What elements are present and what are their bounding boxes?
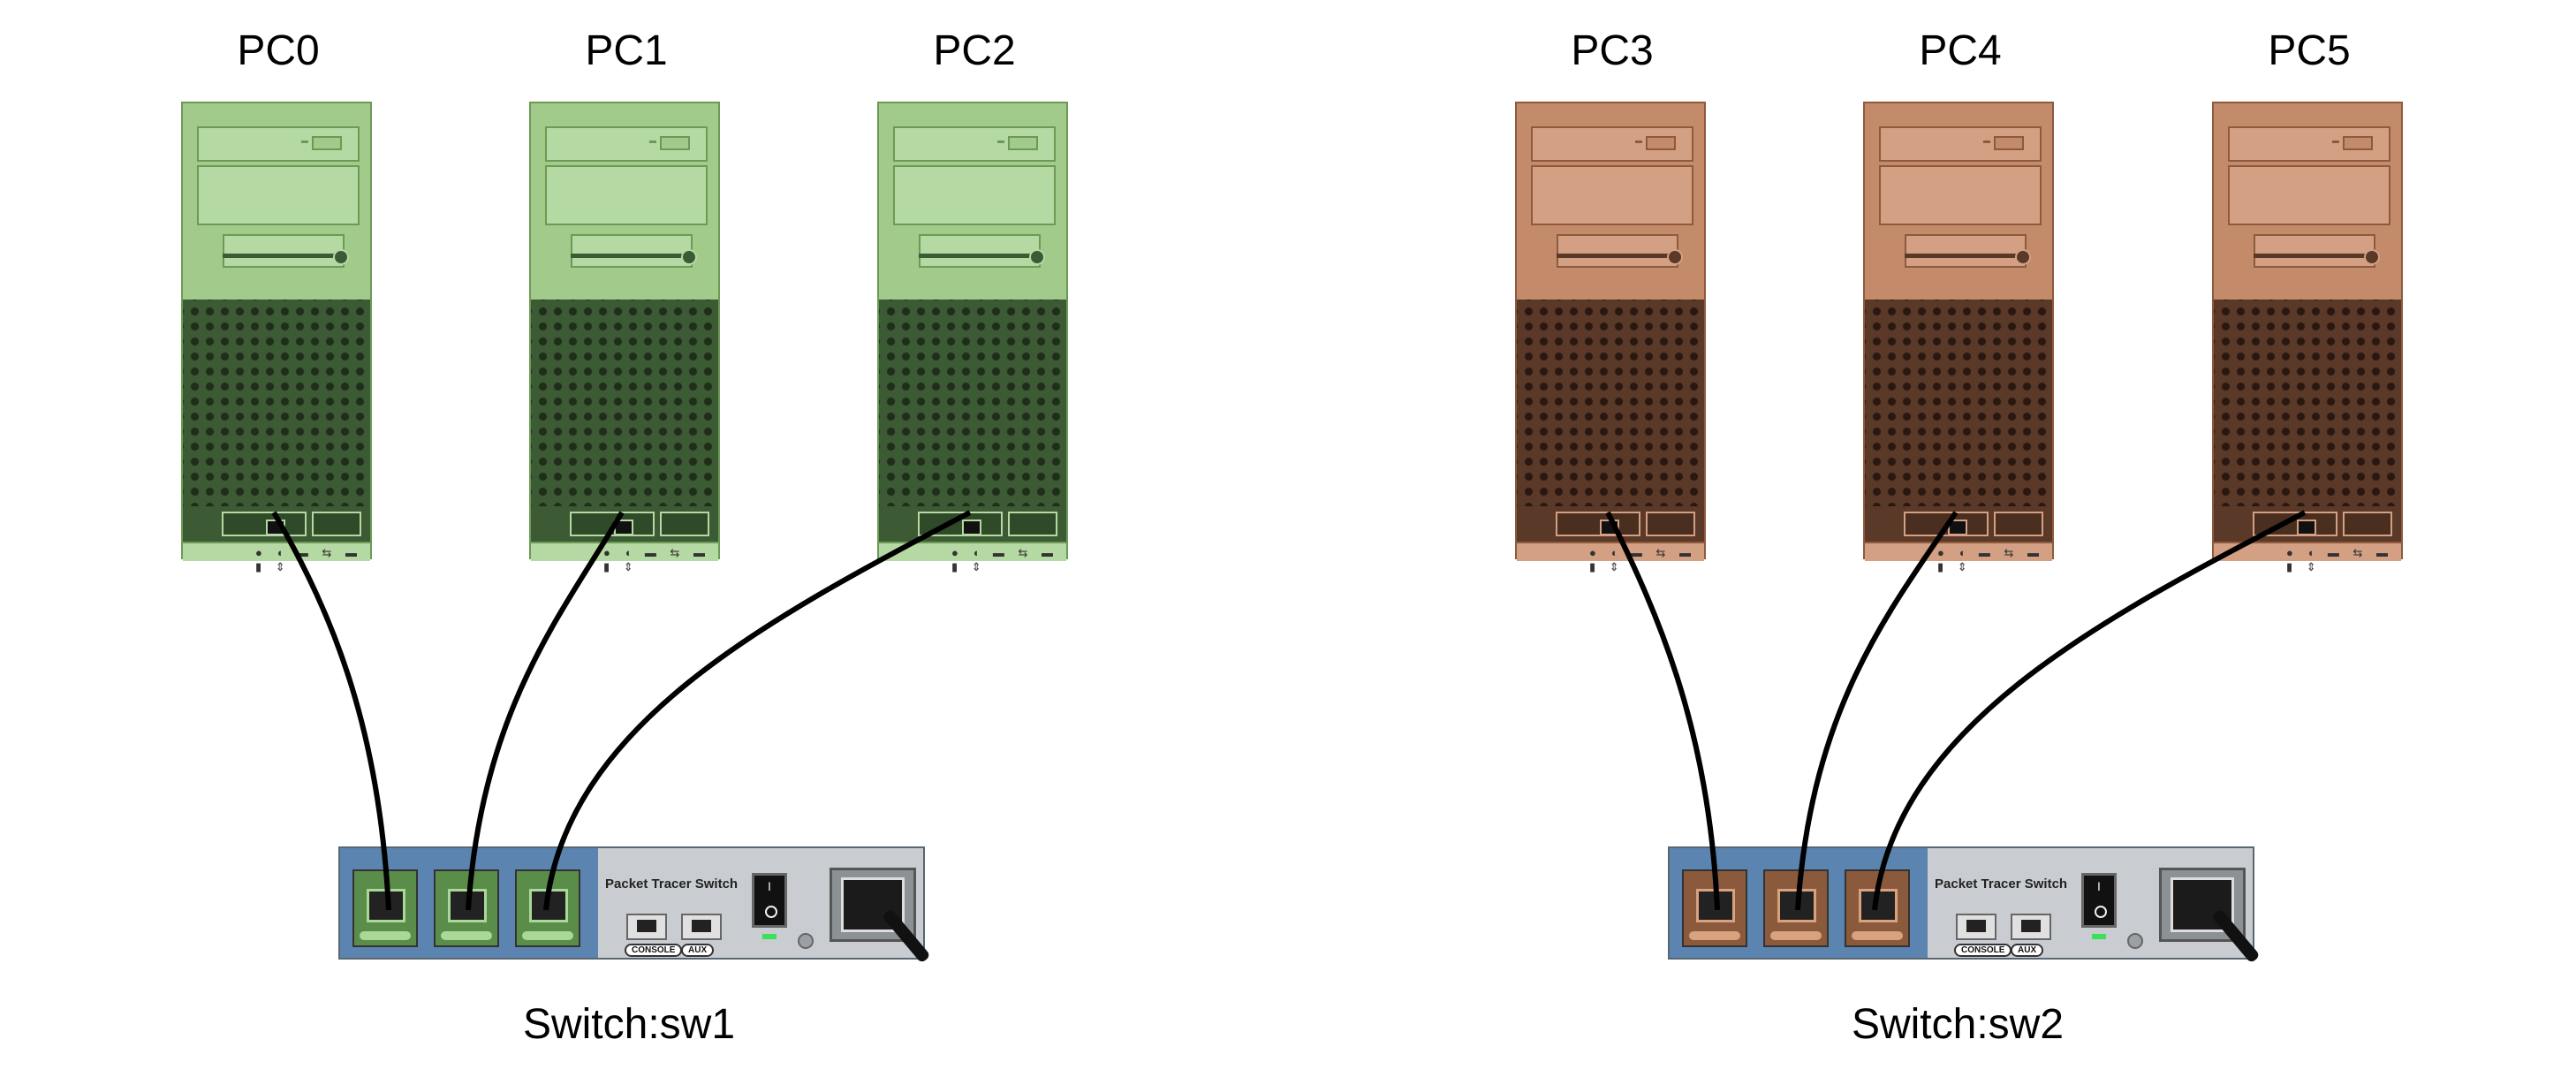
- ground-screw-icon: [798, 933, 814, 949]
- front-io-strip: ● ◖ ▬ ⇆ ▬ ▮ ⇕: [2214, 542, 2401, 573]
- optical-drive-bay: [893, 126, 1056, 162]
- fast-ethernet-port-0[interactable]: [352, 869, 418, 947]
- ethernet-port[interactable]: [266, 520, 285, 535]
- drive-bay: [2228, 165, 2390, 225]
- front-io-strip: ● ◖ ▬ ⇆ ▬ ▮ ⇕: [1865, 542, 2052, 573]
- drive-bay: [545, 165, 708, 225]
- vent-grille: [1865, 300, 2052, 506]
- console-port[interactable]: [1956, 914, 1996, 940]
- switch-brand-label: Packet Tracer Switch: [1935, 876, 2068, 892]
- pc5-label: PC5: [2268, 27, 2351, 74]
- switch-sw2-label: Switch:sw2: [1851, 1001, 2065, 1048]
- power-button-icon: [1667, 249, 1683, 265]
- optical-drive-bay: [2228, 126, 2390, 162]
- ethernet-port[interactable]: [1600, 520, 1619, 535]
- power-switch[interactable]: I: [2081, 873, 2117, 928]
- expansion-panel: [1865, 506, 2052, 542]
- vent-grille: [183, 300, 370, 506]
- power-button-icon: [2015, 249, 2031, 265]
- floppy-drive: [919, 234, 1041, 268]
- pc4-tower[interactable]: ● ◖ ▬ ⇆ ▬ ▮ ⇕: [1863, 102, 2054, 573]
- drive-bay: [893, 165, 1056, 225]
- ethernet-port[interactable]: [614, 520, 633, 535]
- switch-brand-label: Packet Tracer Switch: [605, 876, 739, 892]
- expansion-panel: [531, 506, 718, 542]
- floppy-drive: [2254, 234, 2375, 268]
- vent-grille: [531, 300, 718, 506]
- expansion-panel: [2214, 506, 2401, 542]
- power-supply-socket: [830, 868, 931, 964]
- fast-ethernet-port-1[interactable]: [1763, 869, 1829, 947]
- pc2-tower[interactable]: ● ◖ ▬ ⇆ ▬ ▮ ⇕: [877, 102, 1068, 573]
- switch-sw2[interactable]: Packet Tracer Switch CONSOLE AUX I: [1668, 846, 2261, 964]
- vent-grille: [1517, 300, 1704, 506]
- front-io-strip: ● ◖ ▬ ⇆ ▬ ▮ ⇕: [879, 542, 1066, 573]
- optical-drive-bay: [1531, 126, 1693, 162]
- pc1-tower[interactable]: ● ◖ ▬ ⇆ ▬ ▮ ⇕: [529, 102, 720, 573]
- front-io-strip: ● ◖ ▬ ⇆ ▬ ▮ ⇕: [183, 542, 370, 573]
- pc4-label: PC4: [1919, 27, 2002, 74]
- pc3-label: PC3: [1571, 27, 1654, 74]
- power-led: [2092, 934, 2106, 939]
- ethernet-port[interactable]: [962, 520, 981, 535]
- drive-bay: [197, 165, 360, 225]
- front-io-strip: ● ◖ ▬ ⇆ ▬ ▮ ⇕: [1517, 542, 1704, 573]
- console-port[interactable]: [626, 914, 667, 940]
- power-button-icon: [681, 249, 697, 265]
- pc3-tower[interactable]: ● ◖ ▬ ⇆ ▬ ▮ ⇕: [1515, 102, 1706, 573]
- pc0-label: PC0: [237, 27, 320, 74]
- front-io-strip: ● ◖ ▬ ⇆ ▬ ▮ ⇕: [531, 542, 718, 573]
- console-label: CONSOLE: [1954, 944, 2012, 957]
- optical-drive-bay: [197, 126, 360, 162]
- aux-port[interactable]: [681, 914, 722, 940]
- power-led: [762, 934, 777, 939]
- expansion-panel: [183, 506, 370, 542]
- drive-bay: [1879, 165, 2042, 225]
- aux-port[interactable]: [2011, 914, 2051, 940]
- power-supply-socket: [2159, 868, 2261, 964]
- drive-bay: [1531, 165, 1693, 225]
- pc2-label: PC2: [933, 27, 1016, 74]
- switch-sw1-label: Switch:sw1: [522, 1001, 736, 1048]
- floppy-drive: [571, 234, 693, 268]
- switch-sw1[interactable]: Packet Tracer Switch CONSOLE AUX I: [338, 846, 931, 964]
- aux-label: AUX: [681, 944, 715, 957]
- fast-ethernet-port-2[interactable]: [515, 869, 580, 947]
- expansion-panel: [879, 506, 1066, 542]
- ethernet-port[interactable]: [2297, 520, 2316, 535]
- optical-drive-bay: [1879, 126, 2042, 162]
- power-button-icon: [2364, 249, 2380, 265]
- expansion-panel: [1517, 506, 1704, 542]
- floppy-drive: [1557, 234, 1678, 268]
- power-switch[interactable]: I: [752, 873, 787, 928]
- fast-ethernet-port-1[interactable]: [434, 869, 499, 947]
- console-label: CONSOLE: [625, 944, 683, 957]
- floppy-drive: [1905, 234, 2027, 268]
- vent-grille: [2214, 300, 2401, 506]
- ground-screw-icon: [2127, 933, 2143, 949]
- pc5-tower[interactable]: ● ◖ ▬ ⇆ ▬ ▮ ⇕: [2212, 102, 2403, 573]
- pc1-label: PC1: [585, 27, 668, 74]
- optical-drive-bay: [545, 126, 708, 162]
- vent-grille: [879, 300, 1066, 506]
- ethernet-port[interactable]: [1948, 520, 1967, 535]
- power-button-icon: [333, 249, 349, 265]
- pc0-tower[interactable]: ● ◖ ▬ ⇆ ▬ ▮ ⇕: [181, 102, 372, 573]
- aux-label: AUX: [2011, 944, 2044, 957]
- floppy-drive: [223, 234, 345, 268]
- fast-ethernet-port-0[interactable]: [1682, 869, 1747, 947]
- power-button-icon: [1029, 249, 1045, 265]
- fast-ethernet-port-2[interactable]: [1845, 869, 1910, 947]
